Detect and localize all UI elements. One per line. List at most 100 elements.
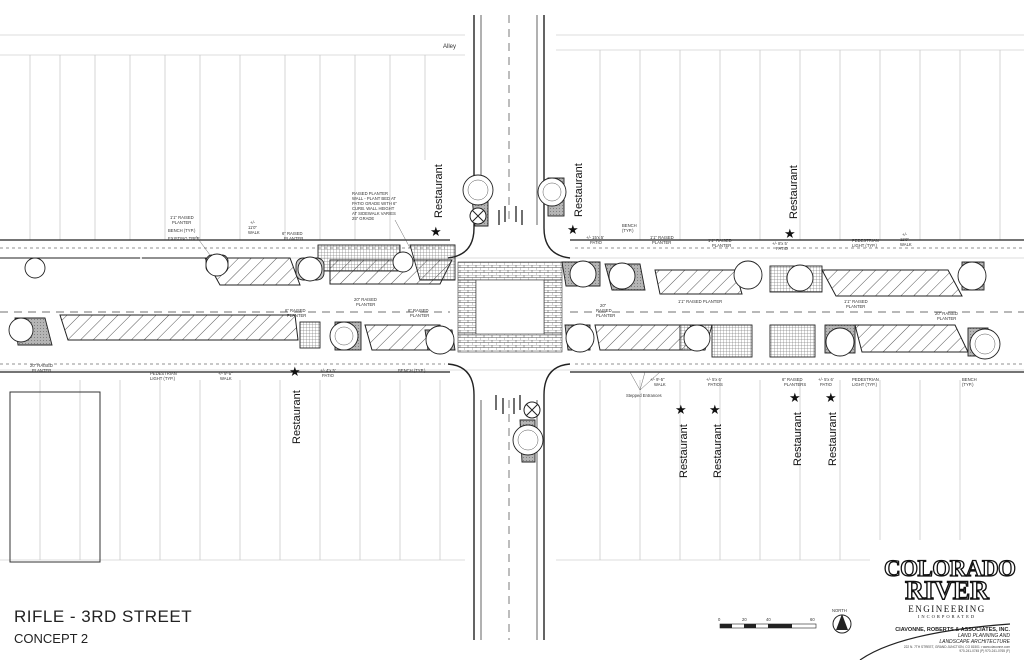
restaurant-label-se3: Restaurant — [792, 412, 804, 466]
ne-11-raised-b-1: PLANTER — [712, 243, 731, 248]
ne-patio1-0: +/- 15'x 5' — [586, 235, 604, 240]
ne-patio2-0: +/- 8'x 5' — [772, 241, 788, 246]
scale-20: 20 — [742, 617, 747, 622]
scale-40: 40 — [766, 617, 771, 622]
se-11-raised-b-0: 1'1" RAISED — [844, 299, 868, 304]
sw-20-raised-1: PLANTER — [356, 302, 375, 307]
ne-20-raised-0: 20" — [600, 303, 607, 308]
restaurant-label-se1: Restaurant — [678, 424, 690, 478]
ne-ped-light-1: LIGHT (TYP.) — [852, 243, 878, 248]
nw-walk-1: 11'0" — [248, 225, 257, 230]
road-centerlines — [0, 15, 1024, 640]
annotations: Alley RAISED PLANTER WALL - PLANT BED AT… — [30, 44, 977, 398]
ne-20-raised-1: RAISED — [596, 308, 612, 313]
logo-line1: COLORADO — [883, 556, 1016, 581]
sw-building-outline — [9, 391, 101, 563]
se-patio-0: +/- 5'x 6' — [818, 377, 834, 382]
north-south-road — [447, 15, 571, 640]
firm-phone: 970-241-0745 (P) 970-241-0765 (F) — [959, 649, 1010, 653]
nw-raised-planter-0: 1'1" RAISED — [170, 215, 194, 220]
raised-planter-note-0: RAISED PLANTER — [352, 191, 388, 196]
drawing-title: RIFLE - 3RD STREET — [14, 607, 193, 626]
sw-6-raised-1: PLANTER — [287, 313, 306, 318]
nw-raised-planter-1: PLANTER — [172, 220, 191, 225]
curb-lines — [0, 239, 1024, 373]
nw-bench: BENCH (TYP.) — [168, 228, 196, 233]
firm-name: CIAVONNE, ROBERTS & ASSOCIATES, INC. — [895, 627, 1010, 633]
nw-existing-tree: EXISTING TREE — [168, 236, 200, 241]
sw-bench: BENCH (TYP.) — [398, 368, 426, 373]
sw-6-raised-b-0: 6" RAISED — [408, 308, 429, 313]
restaurant-label-se2: Restaurant — [712, 424, 724, 478]
firm-line2: LAND PLANNING AND — [957, 633, 1010, 639]
north-label: NORTH — [832, 608, 847, 613]
nw-6-raised-1: PLANTER — [284, 236, 303, 241]
se-patios-0: +/- 5'x 6' — [706, 377, 722, 382]
star-icon: ★ — [675, 402, 687, 417]
ne-11-raised-0: 1'1" RAISED — [650, 235, 674, 240]
nw-walk-0: +/- — [250, 220, 256, 225]
tree-details — [334, 179, 996, 451]
sw-ped-light-0: PEDESTRIAN — [150, 371, 177, 376]
se-walk-1: WALK — [654, 382, 666, 387]
se-patio-1: PATIO — [820, 382, 833, 387]
star-icon: ★ — [430, 224, 442, 239]
sw-20-raised-0: 20" RAISED — [354, 297, 377, 302]
sw-6-raised-0: 6" RAISED — [285, 308, 306, 313]
intersection-crosswalks — [457, 261, 563, 353]
star-icon: ★ — [709, 402, 721, 417]
stepped-entrances-label: Stepped Entrances — [626, 393, 662, 398]
firm-address: 222 N. 7TH STREET, GRAND JUNCTION, CO 81… — [903, 645, 1010, 649]
restaurant-label-ne: Restaurant — [788, 165, 800, 219]
raised-planter-note-1: WALL - PLANT BED AT — [352, 196, 396, 201]
street-trees — [8, 174, 1001, 456]
logo-line4: INCORPORATED — [917, 614, 977, 619]
sw-20-far-0: 20" RAISED — [30, 363, 53, 368]
ne-ped-light-0: PEDESTRIAN — [852, 238, 879, 243]
se-6-raised-0: 6" RAISED — [782, 377, 803, 382]
firm-info: CIAVONNE, ROBERTS & ASSOCIATES, INC. LAN… — [880, 627, 1010, 653]
scale-0: 0 — [718, 617, 721, 622]
firm-line3: LANDSCAPE ARCHITECTURE — [939, 639, 1010, 645]
raised-planter-note-4: AT SIDEWALK VARIES — [352, 211, 396, 216]
star-icon: ★ — [825, 390, 837, 405]
restaurant-label-n: Restaurant — [573, 163, 585, 217]
se-bench-0: BENCH — [962, 377, 977, 382]
raised-planter-note-5: 25" GRADE — [352, 216, 374, 221]
raised-planter-note-3: CURB. WALL HEIGHT — [352, 206, 395, 211]
star-icon: ★ — [567, 222, 579, 237]
existing-tree-symbols — [469, 207, 541, 419]
sw-walk-0: +/- 9'-5" — [218, 371, 233, 376]
sw-20-far-1: PLANTER — [32, 368, 51, 373]
se-11-raised: 1'1" RAISED PLANTER — [678, 299, 722, 304]
logo-line2: RIVER — [904, 576, 989, 605]
sw-6-raised-b-1: PLANTER — [410, 313, 429, 318]
scale-60: 60 — [810, 617, 815, 622]
nw-walk-2: WALK — [248, 230, 260, 235]
se-20-raised-far-0: 20" RAISED — [935, 311, 958, 316]
ne-walk-2: WALK — [900, 242, 912, 247]
ne-11-raised-b-0: 1'1" RAISED — [708, 238, 732, 243]
leader-lines — [195, 219, 661, 391]
star-icon: ★ — [289, 364, 301, 379]
star-icon: ★ — [789, 390, 801, 405]
alley-label: Alley — [443, 44, 456, 50]
sw-walk-1: WALK — [220, 376, 232, 381]
ne-11-raised-1: PLANTER — [652, 240, 671, 245]
restaurant-label-se4: Restaurant — [827, 412, 839, 466]
nw-6-raised-0: 6" RAISED — [282, 231, 303, 236]
se-patios-1: PATIOS — [708, 382, 723, 387]
sw-patio-0: +/- 4'x 5' — [320, 368, 336, 373]
ne-bench-1: (TYP.) — [622, 228, 634, 233]
ne-walk-0: +/- — [902, 232, 908, 237]
restaurant-label-nw: Restaurant — [433, 164, 445, 218]
star-icon: ★ — [784, 226, 796, 241]
south-parking — [59, 314, 969, 353]
se-6-raised-1: PLANTERS — [784, 382, 806, 387]
company-logo: COLORADO RIVER ENGINEERING INCORPORATED — [883, 556, 1016, 619]
sw-patio-1: PATIO — [322, 373, 335, 378]
ne-20-raised-2: PLANTER — [596, 313, 615, 318]
raised-planter-note-2: PATIO GRADE WITH 6" — [352, 201, 397, 206]
restaurant-label-sw: Restaurant — [291, 390, 303, 444]
